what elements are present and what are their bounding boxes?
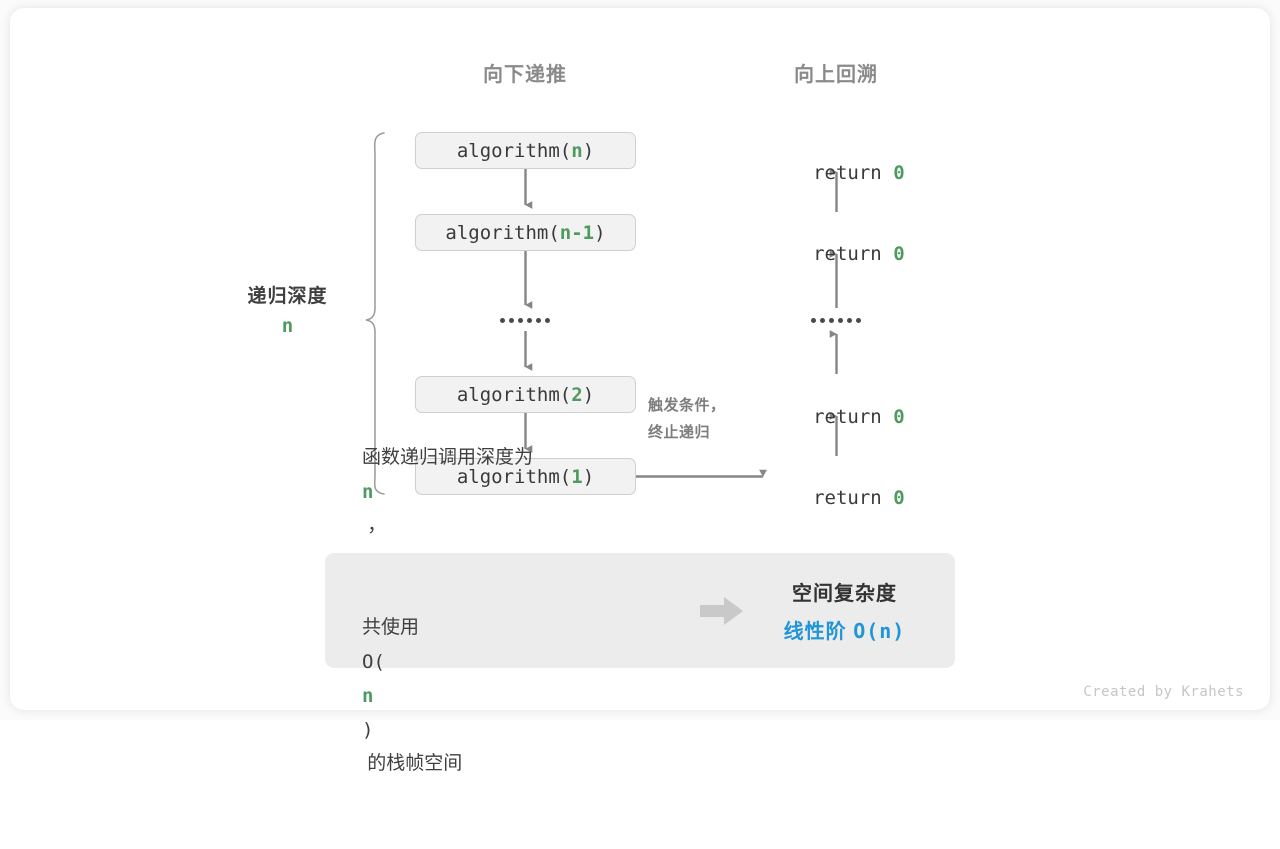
summary-line1-text-a: 函数递归调用深度为: [362, 446, 539, 468]
termination-note-line1: 触发条件，: [648, 397, 726, 414]
return-keyword: return: [813, 406, 894, 428]
call-prefix: algorithm(: [445, 221, 560, 244]
right-arrow-icon: [700, 596, 743, 625]
call-box: algorithm(2): [415, 376, 636, 413]
summary-line2-bigo-close: ): [362, 718, 374, 741]
complexity-order-label: 线性阶: [783, 621, 854, 643]
call-prefix: algorithm(: [456, 383, 572, 406]
call-suffix: ): [582, 383, 595, 406]
summary-line-1: 函数递归调用深度为 n ，: [362, 441, 692, 543]
credit-text: Created by Krahets: [1083, 684, 1244, 700]
summary-line2-variable: n: [362, 684, 374, 707]
diagram-canvas: 向下递推 向上回溯 algorithm(n) algorithm(n-1) al…: [205, 64, 1244, 774]
return-value: 0: [893, 162, 905, 184]
return-statement: return 0: [711, 221, 961, 287]
call-box: algorithm(n-1): [415, 214, 636, 251]
complexity-result: 空间复杂度 线性阶 O(n): [752, 577, 955, 644]
complexity-big-o: O(n): [853, 619, 906, 643]
recursion-depth-value: n: [281, 315, 294, 337]
call-prefix: algorithm(: [456, 139, 572, 162]
call-argument: n-1: [559, 221, 595, 244]
return-keyword: return: [813, 487, 894, 509]
call-argument: 1: [571, 465, 583, 488]
call-argument: n: [571, 139, 583, 162]
recursion-depth-title: 递归深度: [247, 286, 328, 307]
summary-description: 函数递归调用深度为 n ， 共使用 O( n) 的栈帧空间: [362, 373, 692, 849]
return-statement: return 0: [711, 465, 961, 531]
call-box: algorithm(1): [415, 458, 636, 495]
summary-panel: 函数递归调用深度为 n ， 共使用 O(n) 的栈帧空间 空间复杂度 线性阶 O…: [325, 447, 955, 774]
column-header-descend: 向下递推: [483, 64, 567, 86]
summary-line2-text-b: 的栈帧空间: [362, 752, 463, 774]
complexity-result-value: 线性阶 O(n): [752, 615, 937, 644]
summary-line2-bigo-open: O(: [362, 650, 385, 673]
ellipsis-icon-right: [811, 318, 861, 323]
call-box: algorithm(n): [415, 132, 636, 169]
recursion-depth-label: 递归深度 n: [205, 281, 370, 337]
call-suffix: ): [582, 139, 595, 162]
call-argument: 2: [571, 383, 583, 406]
call-suffix: ): [594, 221, 606, 244]
call-suffix: ): [582, 465, 595, 488]
termination-note: 触发条件， 终止递归: [648, 392, 768, 446]
return-statement: return 0: [711, 384, 961, 450]
summary-line2-text-a: 共使用: [362, 616, 425, 638]
call-prefix: algorithm(: [456, 465, 572, 488]
termination-note-line2: 终止递归: [648, 424, 711, 441]
return-keyword: return: [813, 243, 894, 265]
return-statement: return 0: [711, 140, 961, 206]
return-value: 0: [893, 243, 905, 265]
return-value: 0: [893, 487, 905, 509]
ellipsis-icon-left: [500, 318, 550, 323]
summary-line1-variable: n: [362, 480, 374, 503]
summary-line1-text-b: ，: [362, 514, 387, 536]
summary-line-2: 共使用 O( n) 的栈帧空间: [362, 611, 692, 781]
complexity-result-title: 空间复杂度: [792, 583, 897, 605]
return-value: 0: [893, 406, 905, 428]
column-header-backtrack: 向上回溯: [794, 64, 878, 86]
return-keyword: return: [813, 162, 894, 184]
summary-arrow-wrapper: [692, 596, 752, 626]
